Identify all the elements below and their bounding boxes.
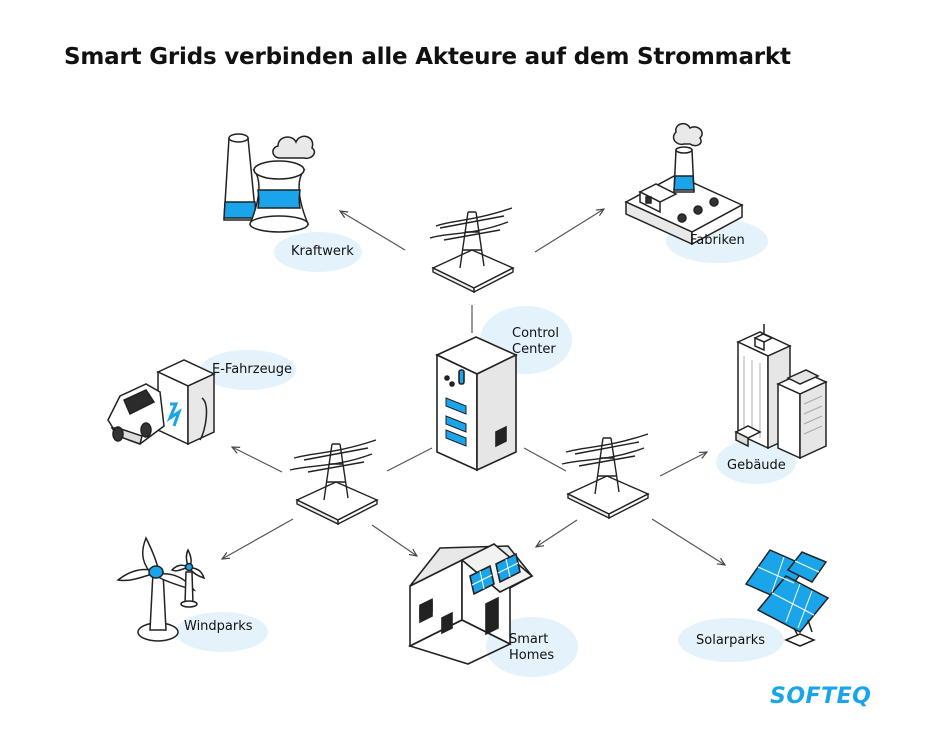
- e-fahrzeuge-icon: [107, 359, 216, 446]
- label-smart-homes: Smart Homes: [509, 632, 555, 663]
- smart-homes-icon: [407, 543, 534, 665]
- solarparks-icon: [744, 549, 830, 647]
- windparks-icon: [116, 536, 206, 642]
- label-kraftwerk: Kraftwerk: [291, 244, 354, 259]
- arrow-to-fabriken: [534, 209, 604, 253]
- label-fabriken: Fabriken: [690, 233, 745, 248]
- control-center-icon: [435, 336, 518, 472]
- arrow-to-kraftwerk: [340, 211, 406, 251]
- line-control-right: [523, 447, 567, 472]
- arrow-to-smart-homes-right: [536, 519, 578, 547]
- label-gebaeude: Gebäude: [727, 458, 786, 473]
- power-pylon-top: [429, 207, 515, 294]
- power-pylon-right: [561, 433, 650, 520]
- gebaeude-icon: [734, 324, 828, 460]
- arrow-to-solarparks: [651, 518, 725, 565]
- arrow-to-gebaeude: [659, 452, 707, 477]
- connections: [222, 209, 725, 565]
- arrow-to-smart-homes: [371, 524, 417, 556]
- label-control-center: Control Center: [512, 326, 559, 357]
- power-pylon-left: [289, 439, 379, 526]
- page-title: Smart Grids verbinden alle Akteure auf d…: [64, 44, 791, 70]
- fabriken-icon: [624, 122, 744, 246]
- label-e-fahrzeuge: E-Fahrzeuge: [212, 362, 293, 377]
- arrow-to-e-fahrzeuge: [232, 447, 283, 473]
- label-windparks: Windparks: [184, 619, 253, 634]
- softeq-logo: SOFTEQ: [770, 684, 872, 709]
- arrow-to-windparks: [222, 518, 294, 559]
- line-control-left: [386, 447, 433, 472]
- kraftwerk-icon: [223, 133, 316, 233]
- label-solarparks: Solarparks: [696, 633, 765, 648]
